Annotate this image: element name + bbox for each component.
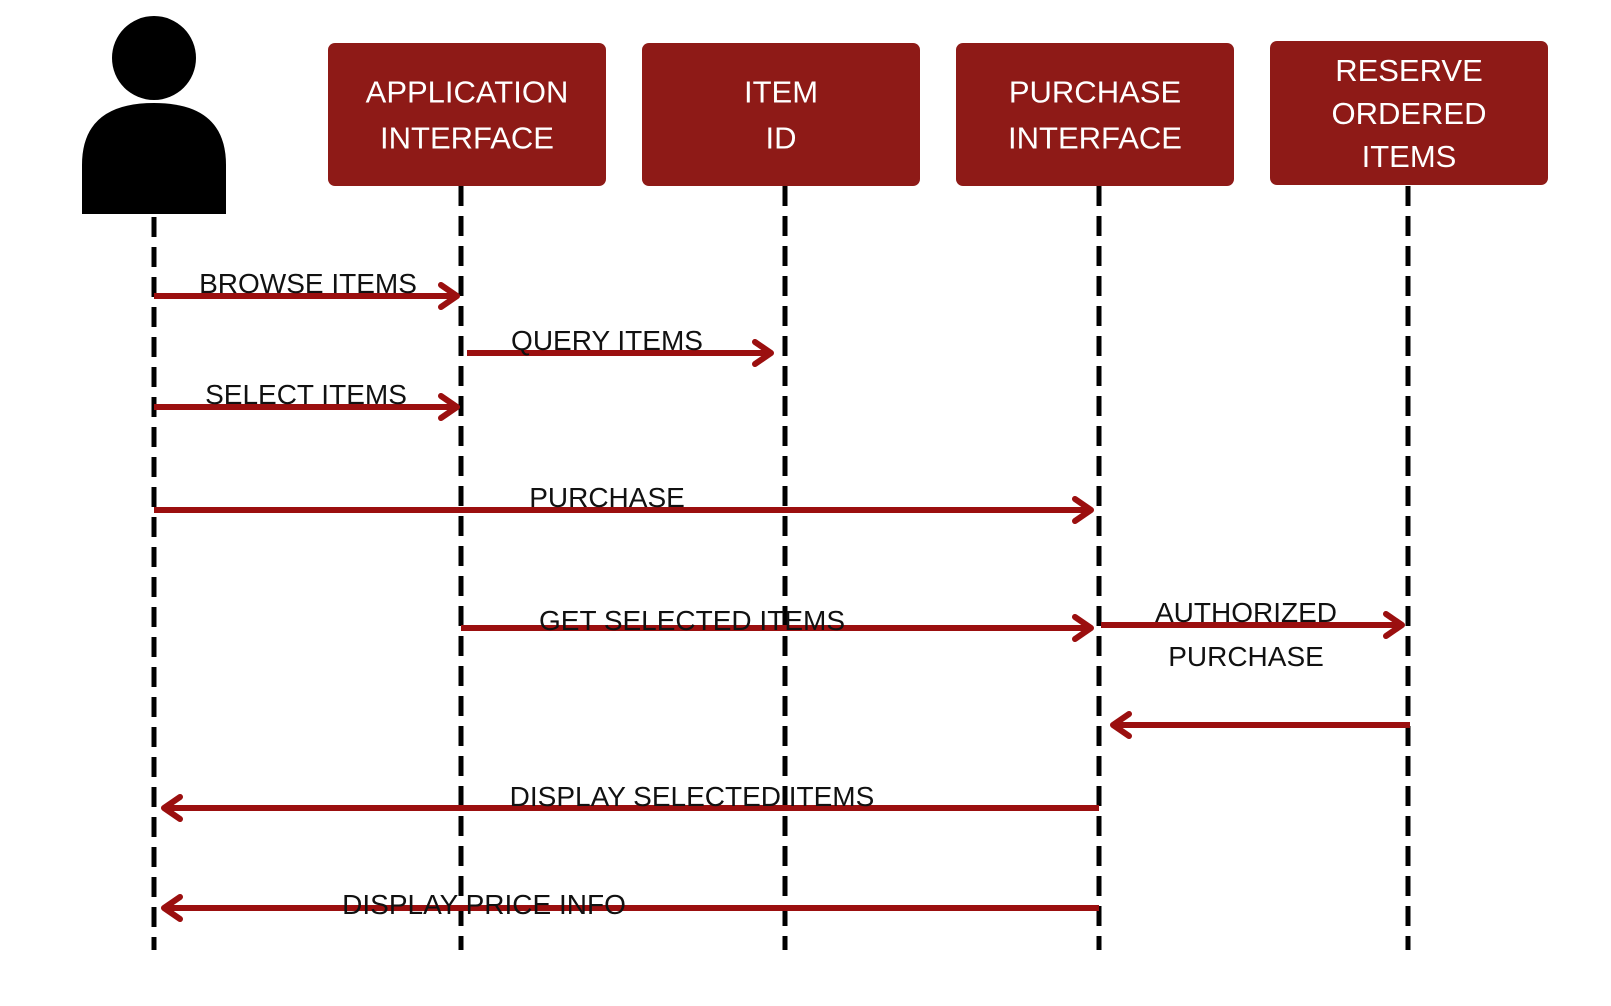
message-app-to-item: QUERY ITEMS xyxy=(467,325,774,367)
participant-box xyxy=(642,43,920,186)
participant-purchase: PURCHASE INTERFACE xyxy=(956,43,1234,186)
message-label: BROWSE ITEMS xyxy=(199,268,417,299)
participant-label: INTERFACE xyxy=(1008,121,1182,156)
message-label: QUERY ITEMS xyxy=(511,325,703,356)
participant-label: PURCHASE xyxy=(1009,75,1181,110)
message-label: PURCHASE xyxy=(529,482,685,513)
participant-label: ID xyxy=(766,121,797,156)
participant-label: APPLICATION xyxy=(366,75,569,110)
message-label: AUTHORIZED xyxy=(1155,597,1337,628)
participant-label: ORDERED xyxy=(1331,96,1486,131)
message-label: GET SELECTED ITEMS xyxy=(539,605,845,636)
message-label: DISPLAY PRICE INFO xyxy=(342,889,626,920)
participant-label: ITEM xyxy=(744,75,818,110)
message-purchase-to-user: DISPLAY SELECTED ITEMS xyxy=(161,781,1099,822)
message-label: SELECT ITEMS xyxy=(205,379,407,410)
participant-box xyxy=(956,43,1234,186)
message-label: PURCHASE xyxy=(1168,641,1324,672)
participant-label: ITEMS xyxy=(1362,139,1457,174)
participant-reserve: RESERVE ORDERED ITEMS xyxy=(1270,41,1548,185)
participant-label: INTERFACE xyxy=(380,121,554,156)
lifelines xyxy=(151,186,1411,950)
user-icon xyxy=(82,16,226,214)
participant-boxes: APPLICATION INTERFACE ITEM ID PURCHASE INTERF… xyxy=(328,41,1548,186)
message-purchase-to-reserve: AUTHORIZED PURCHASE xyxy=(1101,597,1405,672)
message-user-to-app: SELECT ITEMS xyxy=(154,379,460,421)
participant-box xyxy=(328,43,606,186)
message-user-to-purchase: PURCHASE xyxy=(154,482,1094,524)
message-app-to-purchase: GET SELECTED ITEMS xyxy=(461,605,1094,642)
participant-item: ITEM ID xyxy=(642,43,920,186)
message-label: DISPLAY SELECTED ITEMS xyxy=(510,781,875,812)
message-user-to-app: BROWSE ITEMS xyxy=(154,268,460,310)
participant-app: APPLICATION INTERFACE xyxy=(328,43,606,186)
messages: BROWSE ITEMS QUERY ITEMS SELECT ITEMS PURCH… xyxy=(154,268,1410,922)
participant-label: RESERVE xyxy=(1335,53,1483,88)
message-purchase-to-user: DISPLAY PRICE INFO xyxy=(161,889,1099,922)
participant-box xyxy=(1270,41,1548,185)
